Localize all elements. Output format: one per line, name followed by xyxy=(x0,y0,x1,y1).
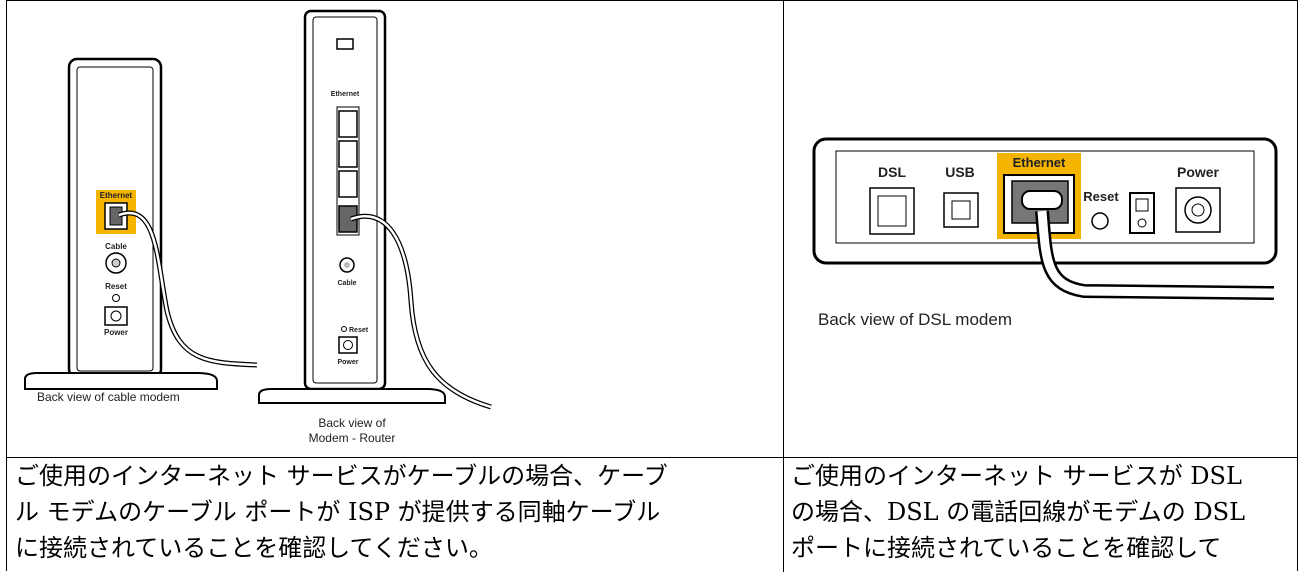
dsl-modem-figure-cell: DSL USB Ethernet Reset xyxy=(784,1,1297,457)
text-line: に接続されていることを確認してください。 xyxy=(15,534,493,562)
dsl-reset-label: Reset xyxy=(1083,189,1119,204)
cable-modem-device: Ethernet Cable Reset Power Back view of … xyxy=(24,57,258,404)
text-line: ポートに接続されていることを確認して xyxy=(791,534,1222,562)
dsl-power-port-icon xyxy=(1175,187,1221,233)
modem-router-ethernet-label: Ethernet xyxy=(331,91,360,98)
cable-modem-reset-label: Reset xyxy=(105,282,127,291)
cable-modem-caption: Back view of cable modem xyxy=(37,390,180,404)
text-line: ご使用のインターネット サービスがケーブルの場合、ケーブ xyxy=(15,462,668,490)
row-divider xyxy=(7,457,1297,458)
reset-button-icon xyxy=(112,294,120,302)
dsl-port-label: DSL xyxy=(878,164,906,180)
text-line: ご使用のインターネット サービスが DSL xyxy=(791,462,1242,490)
column-divider xyxy=(783,1,784,572)
cable-modem-illustration: Ethernet Cable Reset Power Back view of … xyxy=(24,9,492,445)
dsl-reset-button-icon xyxy=(1091,212,1109,230)
dsl-instruction-text: ご使用のインターネット サービスが DSL の場合、DSL の電話回線がモデムの… xyxy=(791,458,1295,566)
dsl-modem-illustration: DSL USB Ethernet Reset xyxy=(812,137,1278,329)
text-line: ル モデムのケーブル ポートが ISP が提供する同軸ケーブル xyxy=(15,498,661,526)
modem-router-cable-label: Cable xyxy=(337,280,356,287)
cable-modem-cable-label: Cable xyxy=(105,242,127,251)
dsl-power-label: Power xyxy=(1177,164,1220,180)
modem-router-caption-line1: Back view of xyxy=(318,416,386,430)
dsl-modem-device: DSL USB Ethernet Reset xyxy=(812,137,1278,329)
cable-modem-power-label: Power xyxy=(104,328,128,337)
dsl-modem-caption: Back view of DSL modem xyxy=(818,310,1012,329)
usb-port-icon xyxy=(336,38,354,50)
modem-router-device: Ethernet Cable Reset Power Back view of … xyxy=(258,9,492,445)
modem-router-power-label: Power xyxy=(337,359,358,366)
text-line: の場合、DSL の電話回線がモデムの DSL xyxy=(791,498,1246,526)
modem-router-reset-label: Reset xyxy=(349,327,369,334)
cable-instruction-text: ご使用のインターネット サービスがケーブルの場合、ケーブ ル モデムのケーブル … xyxy=(15,458,781,566)
dsl-ethernet-label: Ethernet xyxy=(1013,155,1066,170)
modem-router-caption-line2: Modem - Router xyxy=(309,431,396,445)
instruction-table: Ethernet Cable Reset Power Back view of … xyxy=(6,0,1298,572)
cable-modem-figure-cell: Ethernet Cable Reset Power Back view of … xyxy=(7,1,783,457)
cable-modem-ethernet-label: Ethernet xyxy=(100,191,133,200)
usb-port-label: USB xyxy=(945,164,975,180)
